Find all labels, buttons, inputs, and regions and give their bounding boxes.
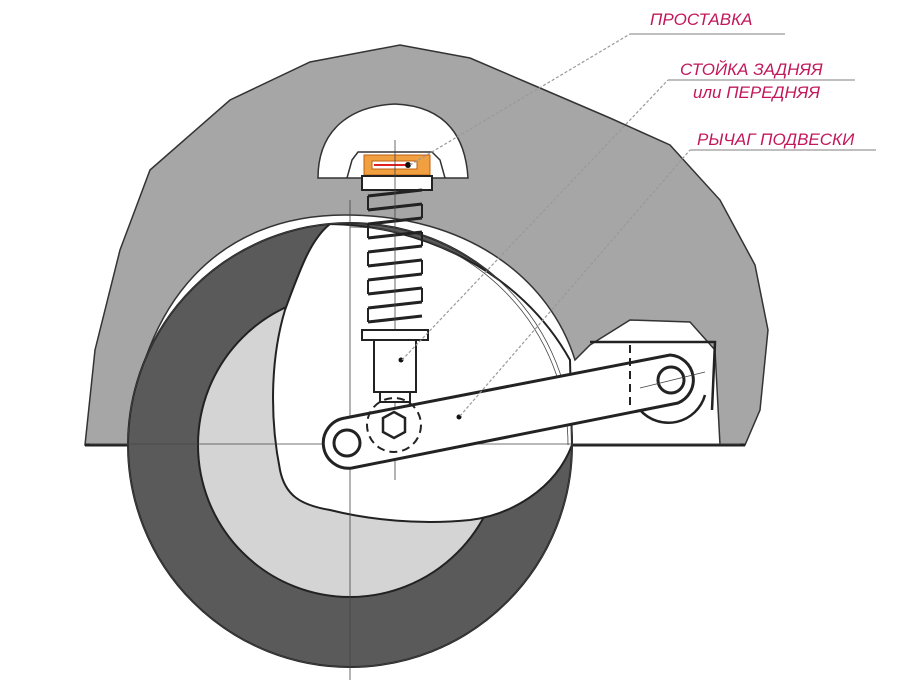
arm-leader (459, 149, 691, 417)
spacer-leader (409, 33, 631, 166)
label-strut-line2: или ПЕРЕДНЯЯ (693, 83, 820, 102)
strut-leader (401, 79, 669, 361)
label-arm: РЫЧАГ ПОДВЕСКИ (697, 130, 855, 149)
shock-plate (361, 329, 429, 341)
label-strut-line1: СТОЙКА ЗАДНЯЯ (680, 60, 823, 79)
label-spacer: ПРОСТАВКА (650, 10, 753, 29)
fender-body (84, 44, 769, 446)
shock-body (373, 339, 417, 393)
